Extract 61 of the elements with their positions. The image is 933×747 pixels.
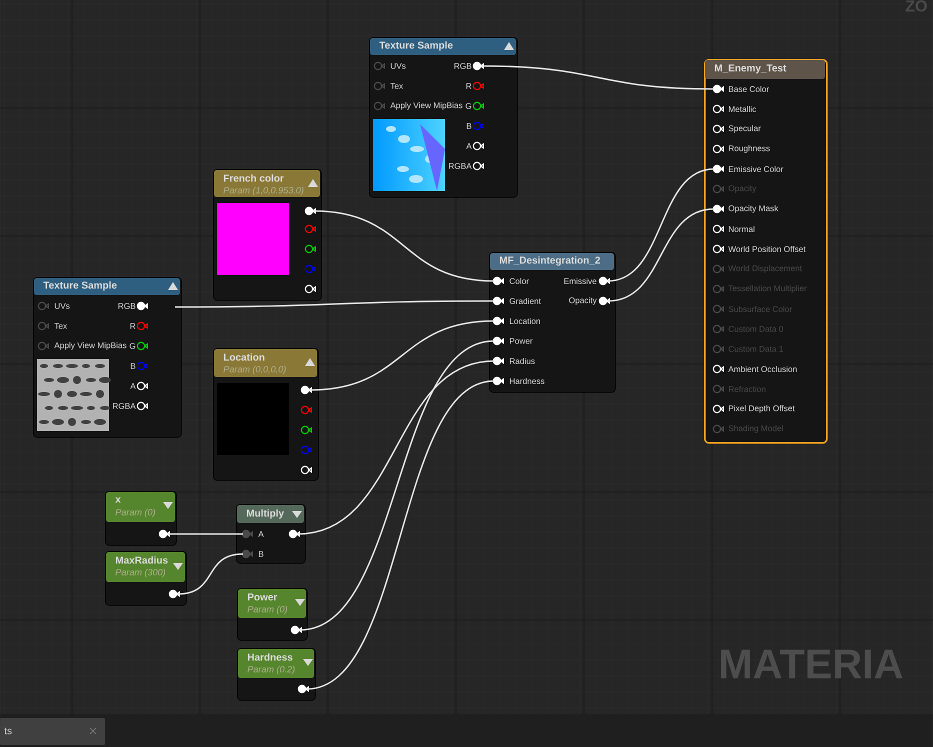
tab: ts — [0, 718, 105, 745]
pin-label: Opacity Mask — [728, 205, 778, 213]
node-header: MaxRadius Param (300) — [106, 552, 185, 582]
pin-label: Ambient Occlusion — [728, 366, 797, 372]
pin-label: R — [130, 323, 136, 329]
node-header: Power Param (0) — [238, 589, 306, 618]
wire — [314, 210, 494, 282]
node-header: Multiply — [237, 505, 304, 523]
pin-label: A — [130, 383, 136, 389]
pin-label: G — [130, 343, 136, 349]
pin-label: Specular — [728, 125, 761, 133]
pin-label: Emissive Color — [728, 166, 784, 172]
pin-label: Tex — [54, 323, 68, 329]
wire — [178, 553, 244, 595]
node-header: French color Param (1,0,0.953,0) — [214, 170, 320, 197]
pin-label: Power — [510, 338, 533, 344]
wire — [168, 533, 243, 535]
pin-label: B — [258, 551, 264, 557]
pin-label: B — [130, 363, 136, 369]
wire — [608, 208, 714, 302]
pin-label: Base Color — [728, 86, 769, 92]
node-header: x Param (0) — [106, 492, 175, 522]
wire — [306, 380, 494, 690]
node-header: Location Param (0,0,0,0) — [214, 349, 317, 377]
pin-label: G — [466, 103, 472, 109]
node-header: M_Enemy_Test — [705, 60, 825, 79]
pin-label: UVs — [390, 63, 406, 69]
pin-label: Radius — [510, 358, 535, 364]
pin-label: RGB — [118, 303, 136, 309]
pin-label: Pixel Depth Offset — [728, 405, 795, 413]
pin-label: R — [466, 83, 472, 89]
node-header: Hardness Param (0.2) — [238, 649, 314, 678]
pin-label: Hardness — [510, 378, 544, 384]
pin-label: Roughness — [728, 145, 770, 153]
pin-label: Apply View MipBias — [390, 102, 462, 110]
pin-label: A — [466, 143, 472, 149]
node-header: Texture Sample — [34, 278, 180, 295]
pin-label: Opacity — [569, 297, 597, 305]
pin-label: Gradient — [510, 298, 541, 304]
wire — [482, 65, 714, 90]
node-header: MF_Desintegration_2 — [490, 253, 614, 270]
wire — [300, 340, 494, 631]
pin-label: World Position Offset — [728, 246, 806, 252]
wire — [310, 320, 494, 391]
wire — [298, 360, 494, 535]
node-header: Texture Sample — [370, 38, 516, 55]
pin-label: B — [466, 123, 472, 129]
pin-label: Metallic — [728, 106, 756, 112]
pin-label: Emissive — [564, 278, 596, 284]
wire — [608, 168, 714, 282]
pin-label: Color — [510, 278, 529, 284]
pin-label: RGBA — [112, 403, 136, 409]
pin-label: Apply View MipBias — [54, 342, 126, 350]
pin-label: UVs — [54, 303, 70, 309]
pin-label: RGBA — [448, 163, 472, 169]
pin-label: Location — [510, 318, 540, 324]
pin-label: Normal — [728, 226, 754, 232]
pin-label: Tex — [390, 83, 404, 89]
wire — [175, 300, 494, 308]
pin-label: A — [258, 531, 264, 537]
pin-label: RGB — [454, 63, 472, 69]
